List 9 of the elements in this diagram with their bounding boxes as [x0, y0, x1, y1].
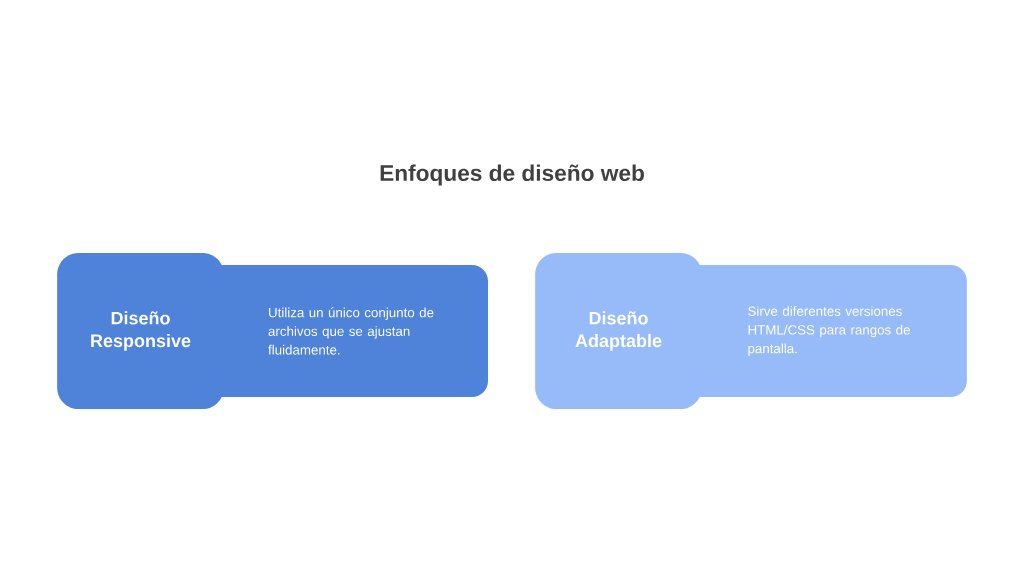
card-tab: Diseño Responsive	[57, 253, 224, 409]
description-box: Utiliza un único conjunto de archivos que se ajustan fluidamente.	[200, 265, 488, 397]
node-label: Diseño Adaptable	[575, 311, 662, 351]
description-box: Sirve diferentes versiones HTML/CSS para rangos de pantalla.	[680, 265, 967, 397]
card-tab: Diseño Adaptable	[535, 253, 702, 409]
node-label: Sirve diferentes versiones HTML/CSS para rangos de pantalla.	[748, 306, 910, 356]
node-label: Diseño Responsive	[91, 311, 191, 351]
title: Enfoques de diseño web	[380, 164, 644, 186]
node-label: Utiliza un único conjunto de archivos que se ajustan fluidamente.	[268, 307, 434, 355]
